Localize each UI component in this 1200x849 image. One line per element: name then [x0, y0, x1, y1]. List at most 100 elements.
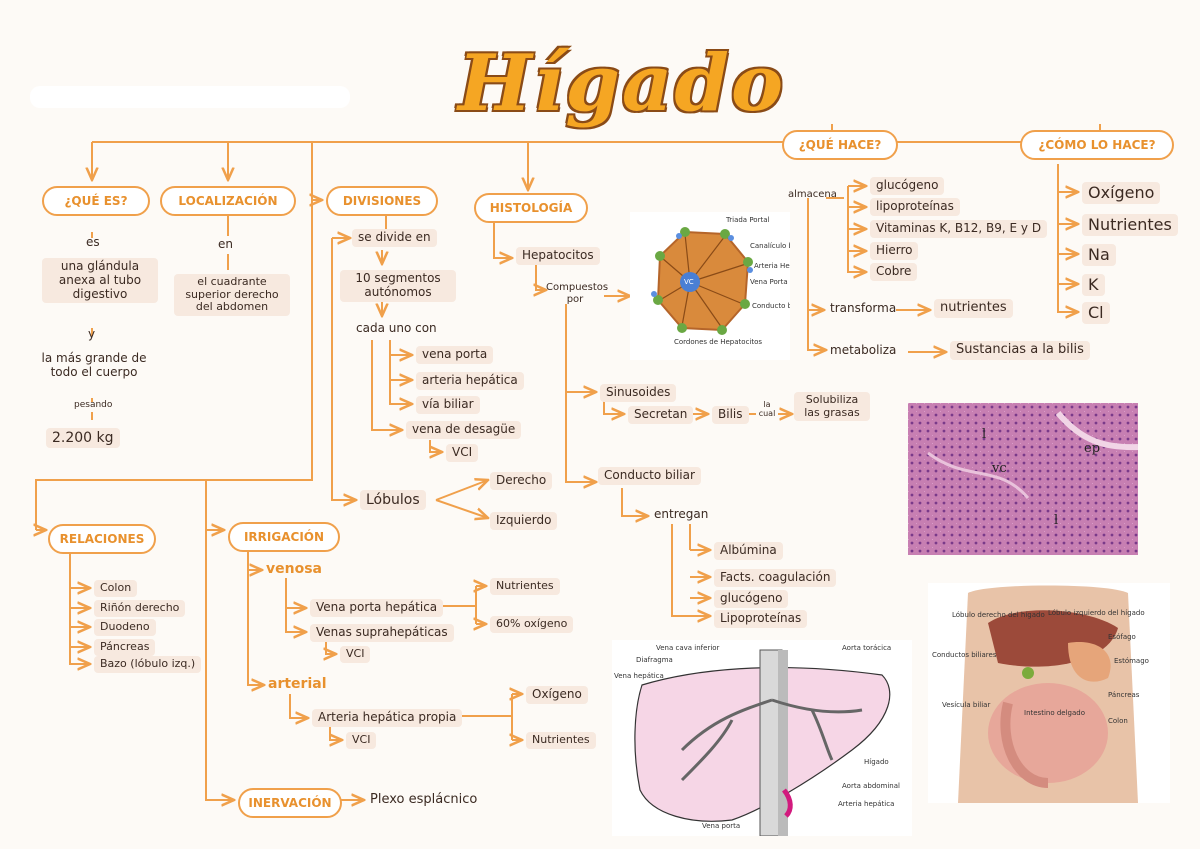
- que-es-largest: la más grande de todo el cuerpo: [41, 351, 147, 379]
- header-que-hace: ¿QUÉ HACE?: [782, 130, 898, 160]
- anatomy-label-vesicula: Vesícula biliar: [942, 701, 991, 709]
- irrigacion-nutrientes: Nutrientes: [490, 578, 560, 595]
- histo-label-l2: l: [1054, 513, 1059, 528]
- histologia-sinusoides: Sinusoides: [600, 384, 677, 402]
- como-item-4: K: [1082, 274, 1105, 297]
- que-es-weight: 2.200 kg: [46, 428, 120, 449]
- divisiones-item-3: vía biliar: [416, 396, 480, 414]
- irrigacion-vci2: VCI: [346, 732, 377, 749]
- header-irrigacion: IRRIGACIÓN: [228, 522, 340, 552]
- histologia-compuestos: Compuestos por: [546, 282, 609, 305]
- liver-label-diafragma: Diafragma: [636, 656, 673, 664]
- header-que-es: ¿QUÉ ES?: [42, 186, 150, 216]
- header-inervacion: INERVACIÓN: [238, 788, 342, 818]
- que-hace-sustancias: Sustancias a la bilis: [950, 341, 1090, 360]
- liver-label-arteria-hepatica: Arteria hepática: [838, 800, 895, 808]
- anatomy-label-lobulo-der: Lóbulo derecho del hígado: [952, 611, 1045, 619]
- liver-lobule-illustration: VC Triada Portal Canalículo biliar Arter…: [630, 212, 790, 360]
- que-es-y: y: [88, 327, 96, 341]
- localizacion-text: el cuadrante superior derecho del abdome…: [174, 274, 290, 316]
- irrigacion-venas-supra: Venas suprahepáticas: [310, 624, 454, 642]
- map-title: Hígado: [458, 38, 785, 129]
- como-item-5: Cl: [1082, 302, 1110, 325]
- micrograph-texture: [908, 403, 1138, 555]
- liver-label-vena-cava: Vena cava inferior: [656, 644, 720, 652]
- divisiones-cada-uno: cada uno con: [356, 321, 437, 335]
- que-hace-stored-4: Hierro: [870, 242, 919, 260]
- irrigacion-nutrientes2: Nutrientes: [526, 732, 596, 749]
- histology-micrograph: l vc ep l: [908, 403, 1138, 555]
- que-hace-stored-3: Vitaminas K, B12, B9, E y D: [870, 220, 1048, 238]
- histologia-product-1: Albúmina: [714, 542, 783, 560]
- header-divisiones: DIVISIONES: [326, 186, 438, 216]
- irrigacion-arteria-propia: Arteria hepática propia: [312, 709, 463, 727]
- divisiones-derecho: Derecho: [490, 472, 553, 490]
- como-item-2: Nutrientes: [1082, 214, 1178, 237]
- localizacion-en: en: [218, 237, 233, 251]
- liver-svg: [634, 649, 891, 836]
- abdominal-anatomy-illustration: Lóbulo derecho del hígado Lóbulo izquier…: [928, 583, 1170, 803]
- liver-label-aorta-toracica: Aorta torácica: [842, 644, 892, 652]
- header-como-lo-hace: ¿CÓMO LO HACE?: [1020, 130, 1174, 160]
- lobule-svg: [651, 227, 753, 335]
- anatomy-label-estomago: Estómago: [1114, 657, 1149, 665]
- anatomy-label-conductos: Conductos biliares: [932, 651, 997, 659]
- relaciones-item-4: Páncreas: [94, 639, 156, 656]
- irrigacion-arterial: arterial: [268, 676, 327, 692]
- como-item-1: Oxígeno: [1082, 182, 1161, 205]
- relaciones-item-1: Colon: [94, 580, 138, 597]
- que-hace-stored-1: glucógeno: [870, 177, 945, 195]
- lobule-label-vc: VC: [684, 278, 694, 286]
- histologia-conducto: Conducto biliar: [598, 467, 701, 485]
- liver-label-aorta-abdominal: Aorta abdominal: [842, 782, 900, 790]
- irrigacion-vena-porta: Vena porta hepática: [310, 599, 444, 617]
- lobule-label-triada: Triada Portal: [726, 216, 770, 224]
- anatomy-label-pancreas: Páncreas: [1108, 691, 1140, 699]
- anatomy-label-lobulo-izq: Lóbulo izquierdo del hígado: [1048, 609, 1145, 617]
- divisiones-izquierdo: Izquierdo: [490, 512, 558, 530]
- histo-label-vc: vc: [992, 461, 1007, 476]
- histologia-solubiliza: Solubiliza las grasas: [794, 392, 870, 422]
- liver-label-higado: Hígado: [864, 758, 889, 766]
- histologia-secretan: Secretan: [628, 406, 694, 424]
- divisiones-item-1: vena porta: [416, 346, 494, 364]
- liver-vascular-diagram: Vena cava inferior Aorta torácica Diafra…: [612, 640, 912, 836]
- header-relaciones: RELACIONES: [48, 524, 156, 554]
- que-hace-stored-5: Cobre: [870, 263, 918, 281]
- que-hace-stored-2: lipoproteínas: [870, 198, 960, 216]
- irrigacion-oxigeno60: 60% oxígeno: [490, 616, 574, 633]
- histologia-product-4: Lipoproteínas: [714, 610, 808, 628]
- lobule-label-cordones: Cordones de Hepatocitos: [674, 338, 763, 346]
- anatomy-label-intestino: Intestino delgado: [1024, 709, 1085, 717]
- liver-label-vena-porta: Vena porta: [702, 822, 741, 830]
- lobule-label-arteria: Arteria Hepática: [754, 262, 790, 270]
- histo-label-l1: l: [982, 427, 987, 442]
- divisiones-segmentos: 10 segmentos autónomos: [340, 270, 456, 302]
- liver-label-vena-hepatica: Vena hepática: [614, 672, 664, 680]
- que-es-pesando: pesando: [74, 400, 113, 410]
- que-hace-metaboliza: metaboliza: [830, 343, 897, 357]
- divisiones-vci: VCI: [446, 444, 479, 462]
- relaciones-item-2: Riñón derecho: [94, 600, 186, 617]
- irrigacion-oxigeno: Oxígeno: [526, 686, 588, 704]
- histologia-la-cual: la cual: [758, 400, 776, 419]
- histologia-product-3: glucógeno: [714, 590, 789, 608]
- histologia-hepatocitos: Hepatocitos: [516, 247, 600, 265]
- header-localizacion: LOCALIZACIÓN: [160, 186, 296, 216]
- anatomy-svg: [958, 585, 1138, 803]
- divisiones-se-divide: se divide en: [352, 229, 437, 247]
- relaciones-item-3: Duodeno: [94, 619, 156, 636]
- anatomy-label-colon: Colon: [1108, 717, 1128, 725]
- que-hace-nutrientes: nutrientes: [934, 299, 1013, 318]
- histologia-entregan: entregan: [654, 507, 709, 521]
- que-es-es: es: [86, 235, 100, 249]
- que-es-definition: una glándula anexa al tubo digestivo: [42, 258, 158, 304]
- anatomy-label-esofago: Esófago: [1108, 633, 1136, 641]
- histologia-product-2: Facts. coagulación: [714, 569, 837, 587]
- irrigacion-vci: VCI: [340, 646, 371, 663]
- divisiones-lobulos: Lóbulos: [360, 490, 426, 511]
- divisiones-item-2: arteria hepática: [416, 372, 524, 390]
- irrigacion-venosa: venosa: [266, 561, 322, 577]
- histo-label-ep: ep: [1084, 441, 1101, 456]
